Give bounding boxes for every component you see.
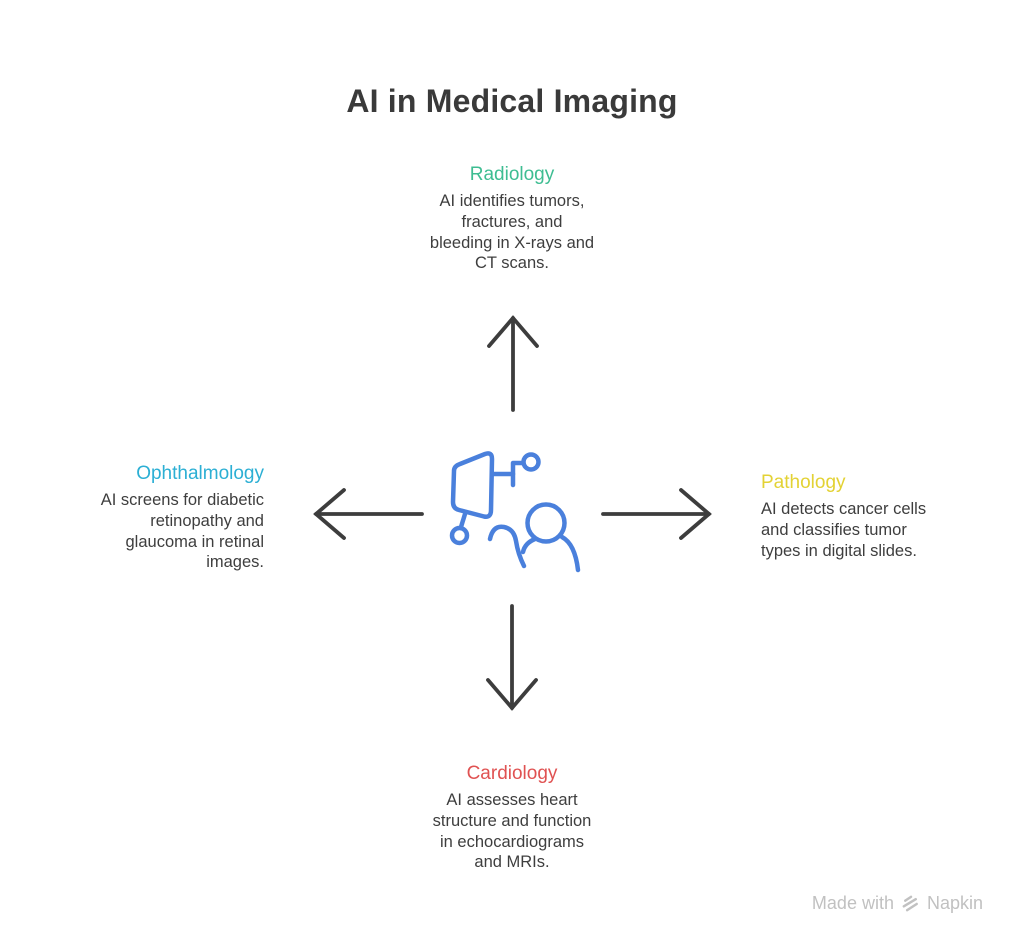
pathology-description: AI detects cancer cells and classifies t… xyxy=(761,500,927,560)
page-title: AI in Medical Imaging xyxy=(346,83,678,119)
node-radiology: Radiology AI identifies tumors, fracture… xyxy=(377,163,647,274)
watermark: Made with Napkin xyxy=(812,892,983,914)
medical-imaging-patient-icon xyxy=(449,451,581,573)
radiology-heading: Radiology xyxy=(469,164,555,185)
pathology-heading: Pathology xyxy=(761,472,846,493)
watermark-brand: Napkin xyxy=(926,893,983,913)
watermark-made-with: Made with xyxy=(811,893,894,913)
ophthalmology-heading: Ophthalmology xyxy=(136,463,264,484)
node-cardiology: Cardiology AI assesses heart structure a… xyxy=(377,762,647,873)
cardiology-description: AI assesses heart structure and function… xyxy=(432,791,592,872)
arrow-right-icon xyxy=(601,488,712,540)
napkin-logo-icon xyxy=(902,895,918,911)
radiology-description: AI identifies tumors, fractures, and ble… xyxy=(429,192,595,273)
arrow-left-icon xyxy=(313,488,424,540)
arrow-up-icon xyxy=(487,315,539,412)
node-ophthalmology: Ophthalmology AI screens for diabetic re… xyxy=(0,462,264,573)
cardiology-heading: Cardiology xyxy=(466,763,558,784)
ophthalmology-description: AI screens for diabetic retinopathy and … xyxy=(100,491,264,572)
arrow-down-icon xyxy=(486,604,538,711)
node-pathology: Pathology AI detects cancer cells and cl… xyxy=(761,471,1001,561)
